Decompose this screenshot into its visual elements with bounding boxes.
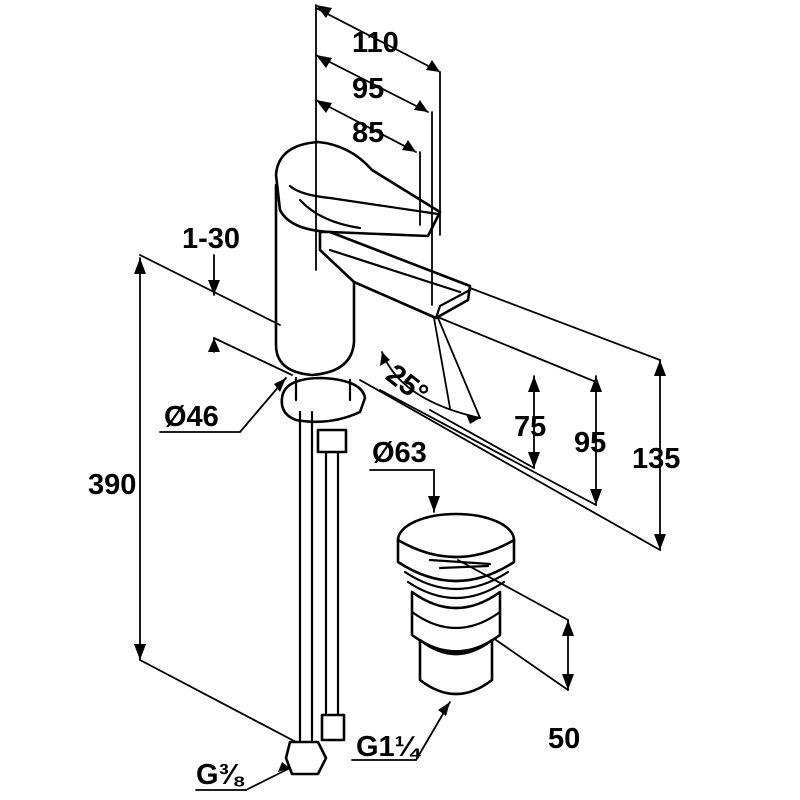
dim-50: 50: [548, 723, 580, 755]
thread-g3-8: G⅜: [196, 759, 245, 791]
arrowheads: [134, 5, 666, 772]
pop-up-waste: [396, 512, 516, 696]
dim-95-width: 95: [352, 73, 384, 105]
dim-135: 135: [632, 443, 680, 475]
dimension-labels: 110 95 85 1-30 25° Ø46 390 75 95 135 Ø63…: [88, 27, 680, 791]
faucet-body: [274, 140, 472, 776]
dim-dia-46: Ø46: [164, 401, 219, 433]
dim-85: 85: [352, 117, 384, 149]
dim-25-degrees: 25°: [380, 358, 434, 410]
dim-95-height: 95: [574, 427, 606, 459]
dim-75: 75: [514, 411, 546, 443]
dim-110: 110: [352, 27, 399, 59]
dim-390: 390: [88, 469, 136, 501]
dim-dia-63: Ø63: [372, 437, 427, 469]
dim-1-30: 1-30: [182, 223, 240, 255]
thread-g1-1-4: G1¼: [356, 731, 422, 763]
